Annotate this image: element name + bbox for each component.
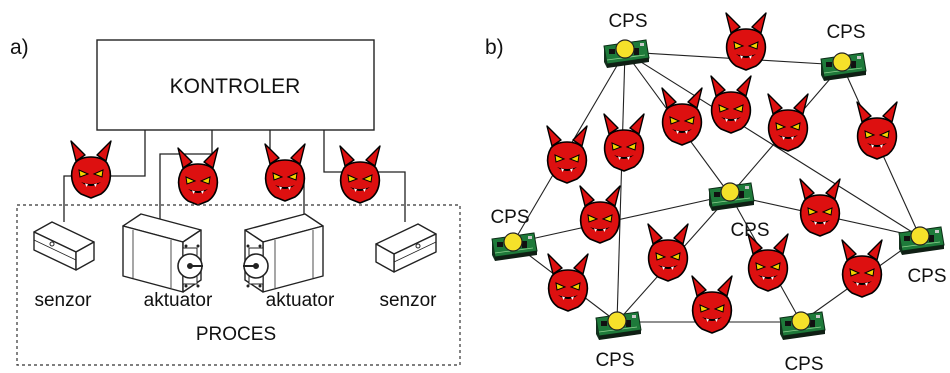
process-boundary (16, 204, 461, 366)
devil-icon (725, 12, 767, 71)
cps-label: CPS (730, 220, 769, 241)
sensor-icon (33, 221, 95, 271)
sensor-icon (375, 223, 437, 273)
devil-icon (177, 147, 219, 206)
devil-icon (579, 185, 621, 244)
devil-icon (799, 178, 841, 237)
devil-icon (547, 253, 589, 312)
actuator-motor-icon (122, 213, 204, 293)
panel-b-label: b) (485, 36, 504, 59)
cps-board-icon (898, 226, 945, 256)
devil-icon (841, 239, 883, 298)
panel-a-label: a) (10, 36, 29, 59)
cps-label: CPS (907, 266, 946, 287)
panel-b: b) (485, 11, 947, 373)
cps-board-icon (820, 52, 867, 82)
cps-board-icon (603, 39, 650, 69)
devil-icon (546, 125, 588, 184)
cps-label: CPS (595, 350, 634, 371)
devil-icon (747, 233, 789, 292)
devil-icon (710, 75, 752, 134)
devil-icon (70, 140, 112, 199)
panel-a: a) KONTROLER senzor aktuator aktuator se… (10, 36, 461, 366)
devil-icon (767, 93, 809, 152)
devil-icon (647, 223, 689, 282)
controller-label: KONTROLER (170, 75, 301, 98)
cps-board-icon (595, 311, 642, 341)
actuator-motor-icon (242, 213, 324, 293)
devil-icon (339, 145, 381, 204)
devil-icon (661, 87, 703, 146)
device-label-sensor-2: senzor (379, 290, 437, 311)
devil-icon (691, 275, 733, 334)
cps-label: CPS (608, 11, 647, 32)
devil-icon (856, 101, 898, 160)
cps-label: CPS (826, 22, 865, 43)
device-label-actuator-1: aktuator (144, 290, 213, 311)
cps-label: CPS (490, 207, 529, 228)
cps-board-icon (491, 232, 538, 262)
device-label-sensor-1: senzor (34, 290, 92, 311)
device-label-actuator-2: aktuator (266, 290, 335, 311)
devil-icon (264, 143, 306, 202)
cps-board-icon (779, 311, 826, 341)
cps-board-icon (708, 182, 755, 212)
cps-label: CPS (784, 354, 823, 373)
devil-icon (603, 113, 645, 172)
process-label: PROCES (196, 324, 276, 345)
controller-box (96, 39, 375, 131)
